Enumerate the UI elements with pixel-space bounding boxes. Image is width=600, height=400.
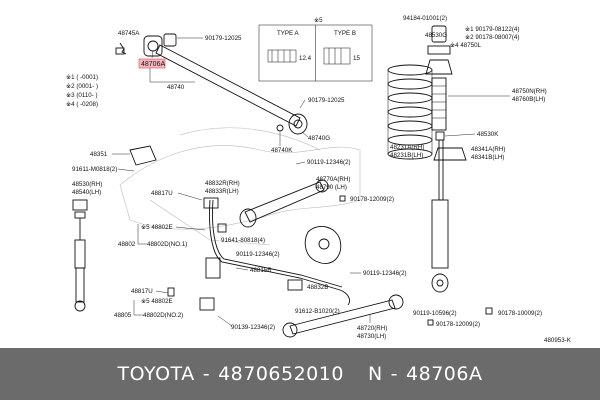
label-48833R: 48833R(LH) — [205, 188, 239, 195]
highlight-48706A — [138, 58, 166, 69]
label-48530RH: 48530(RH) — [72, 181, 102, 188]
type-b-dim: 15 — [353, 55, 360, 62]
label-48730LH: 48730(LH) — [357, 333, 386, 340]
label-48802E-b: ※5 48802E — [141, 298, 173, 305]
label-48750N: 48750N(RH) — [512, 88, 547, 95]
label-48740G: 48740G — [308, 135, 330, 142]
label-48805: 48805 — [114, 312, 132, 319]
label-90178-10009: 90178-10009(2) — [498, 310, 542, 317]
label-48790: 48790 (LH) — [316, 184, 347, 191]
bump-stopper — [129, 145, 157, 166]
type-box-mark: ※5 — [314, 17, 323, 24]
label-90119-12346-b: 90119-12346(2) — [236, 251, 280, 258]
note-3: ※3 (0110- ) — [66, 92, 98, 99]
lower-arm-front — [282, 294, 404, 338]
label-90178-08007: ※2 90178-08007(4) — [465, 34, 519, 41]
label-90119-10596: 90119-10596(2) — [413, 310, 457, 317]
type-a-label: TYPE A — [277, 30, 300, 37]
body-ghost — [119, 127, 361, 246]
label-91641-80818: 91641-80818(4) — [221, 237, 265, 244]
label-48740: 48740 — [167, 84, 185, 91]
label-48832B: 48832B — [307, 284, 328, 291]
left-shock-absorber — [72, 199, 88, 312]
right-shock-absorber — [425, 25, 453, 293]
label-48341B: 48341B(LH) — [471, 154, 504, 161]
label-90119-12346-a: 90119-12346(2) — [307, 159, 351, 166]
label-48832R: 48832R(RH) — [205, 180, 240, 187]
label-48231B: 48231B(LH) — [390, 152, 423, 159]
label-48745A: 48745A — [118, 30, 140, 37]
label-48760B: 48760B(LH) — [512, 96, 545, 103]
type-b-label: TYPE B — [334, 30, 356, 37]
footer-part-number: 4870652010 — [218, 363, 344, 385]
label-48530G: 48530G — [425, 32, 447, 39]
footer-dash-2: - — [390, 363, 399, 385]
lower-arm-rear — [239, 179, 329, 228]
stabilizer-bar — [199, 197, 351, 311]
label-48802: 48802 — [118, 241, 136, 248]
footer-dash-1: - — [202, 363, 211, 385]
label-48351: 48351 — [90, 151, 108, 158]
label-90119-12346-c: 90119-12346(2) — [363, 270, 407, 277]
label-48802E-a: ※5 48802E — [141, 224, 173, 231]
label-90178-12009-b: 90178-12009(2) — [436, 321, 480, 328]
type-box: ※5 TYPE A TYPE B 12.4 15 — [258, 17, 373, 82]
label-48817U-a: 48817U — [151, 190, 173, 197]
note-1: ※1 ( -0001) — [66, 74, 98, 81]
label-48720RH: 48720(RH) — [357, 325, 387, 332]
bump-stop-right — [433, 147, 467, 161]
notes: ※1 ( -0001) ※2 (0001- ) ※3 (0110- ) ※4 (… — [66, 74, 98, 108]
rear-knuckle — [304, 225, 342, 264]
type-a-dim: 12.4 — [299, 55, 312, 62]
label-48740K: 48740K — [271, 147, 293, 154]
label-48802D-b: 48802D(NO.2) — [143, 312, 183, 319]
footer-prefix: N — [367, 363, 383, 385]
footer-oem-ref: 48706A — [406, 363, 483, 385]
parts-diagram: ※5 TYPE A TYPE B 12.4 15 ※1 ( -0001) ※2 … — [66, 15, 572, 344]
note-2: ※2 (0001- ) — [66, 83, 98, 90]
label-48706A: 48706A — [141, 61, 165, 68]
label-48530K: 48530K — [477, 131, 499, 138]
label-90179-12025-b: 90179-12025 — [308, 97, 345, 104]
footer-bar: TOYOTA - 4870652010 N - 48706A — [0, 348, 600, 400]
label-94184-01001: 94184-01001(2) — [403, 15, 447, 22]
ref-code: 480953-K — [544, 337, 572, 344]
label-48540LH: 48540(LH) — [72, 189, 101, 196]
label-48770A: 48770A(RH) — [316, 176, 350, 183]
label-91612-B1020: 91612-B1020(2) — [295, 308, 340, 315]
label-90179-12025-a: 90179-12025 — [205, 35, 242, 42]
label-48231A: 48231A(RH) — [390, 144, 424, 151]
label-48815R: 48815R — [250, 267, 272, 274]
footer-brand: TOYOTA — [117, 363, 195, 385]
label-90178-12009-a: 90178-12009(2) — [350, 196, 394, 203]
label-48802D-a: 48802D(NO.1) — [147, 241, 187, 248]
note-4: ※4 ( -0208) — [66, 101, 98, 108]
diagram-svg: ※5 TYPE A TYPE B 12.4 15 ※1 ( -0001) ※2 … — [66, 15, 572, 344]
label-90179-08122: ※1 90179-08122(4) — [465, 26, 519, 33]
label-91611-M0818: 91611-M0818(2) — [72, 166, 117, 173]
label-90139-12346: 90139-12346(2) — [231, 324, 275, 331]
label-48341A: 48341A(RH) — [471, 146, 505, 153]
label-48750L: ※4 48750L — [450, 42, 482, 49]
label-48817U-b: 48817U — [131, 288, 153, 295]
upper-control-arm — [115, 33, 308, 135]
